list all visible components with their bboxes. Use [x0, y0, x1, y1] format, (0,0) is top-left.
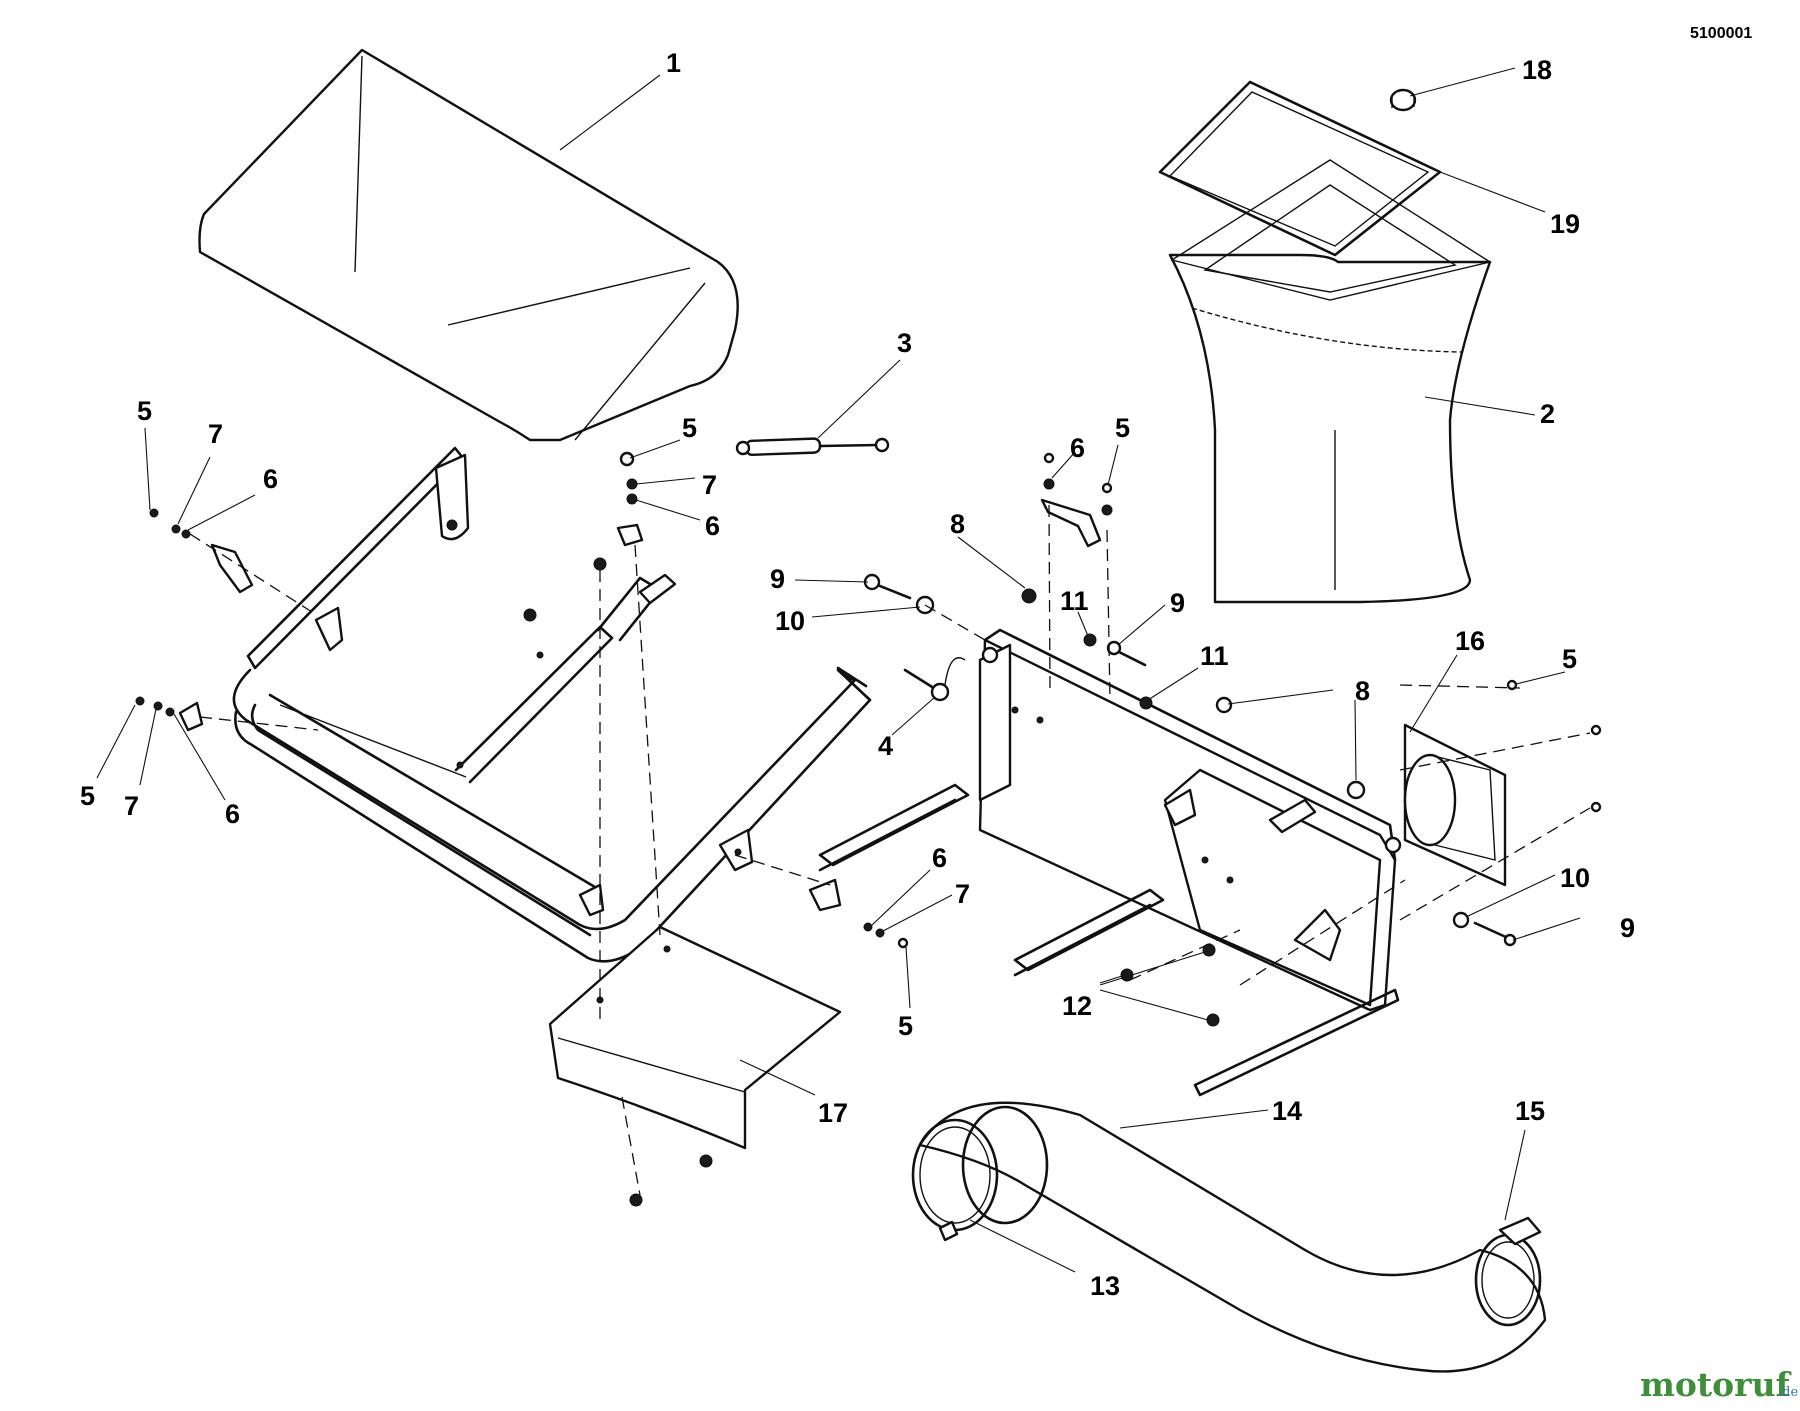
left-frame — [232, 446, 872, 963]
callout-19: 19 — [1550, 209, 1580, 239]
chute-adapter — [1403, 723, 1507, 887]
callout-10-b: 10 — [1560, 863, 1590, 893]
callout-6-c: 6 — [225, 799, 240, 829]
callout-5-d: 5 — [1115, 413, 1130, 443]
callout-8-a: 8 — [950, 509, 965, 539]
callout-3: 3 — [897, 328, 912, 358]
callout-10-a: 10 — [775, 606, 805, 636]
callout-7-b: 7 — [702, 470, 717, 500]
callout-13: 13 — [1090, 1271, 1120, 1301]
callout-9-c: 9 — [1620, 913, 1635, 943]
callout-6-a: 6 — [263, 464, 278, 494]
callout-9-a: 9 — [770, 564, 785, 594]
discharge-hose — [918, 1101, 1547, 1373]
hardware — [135, 451, 1602, 1207]
gas-spring — [735, 437, 890, 456]
hose-clamp-large — [911, 1105, 1049, 1242]
top-cover — [198, 48, 739, 442]
collector-bag — [1168, 159, 1492, 604]
callout-7-d: 7 — [955, 879, 970, 909]
callout-17: 17 — [818, 1098, 848, 1128]
frame-clip — [1389, 88, 1417, 112]
callout-4: 4 — [878, 731, 893, 761]
callout-5-b: 5 — [682, 413, 697, 443]
watermark-brand: motoruf — [1640, 1365, 1792, 1404]
callout-9-b: 9 — [1170, 588, 1185, 618]
right-frame — [818, 628, 1402, 1097]
diagram-code: 5100001 — [1690, 25, 1752, 42]
callout-11-b: 11 — [1200, 641, 1229, 671]
callout-labels: 1 2 3 4 5 5 5 5 5 5 6 6 6 6 6 7 7 7 7 8 … — [80, 48, 1635, 1301]
callout-5-c: 5 — [80, 781, 95, 811]
callout-8-b: 8 — [1355, 676, 1370, 706]
callout-15: 15 — [1515, 1096, 1545, 1126]
callout-6-b: 6 — [705, 511, 720, 541]
watermark-suffix: .de — [1778, 1385, 1798, 1400]
watermark: motoruf .de — [1640, 1365, 1798, 1404]
callout-7-a: 7 — [208, 419, 223, 449]
callout-12: 12 — [1062, 991, 1092, 1021]
callout-7-c: 7 — [124, 791, 139, 821]
callout-2: 2 — [1540, 399, 1555, 429]
hitch-pin — [903, 657, 966, 702]
callout-11-a: 11 — [1060, 586, 1089, 616]
callout-16: 16 — [1455, 626, 1485, 656]
callout-18: 18 — [1522, 55, 1552, 85]
callout-5-a: 5 — [137, 396, 152, 426]
leader-lines — [96, 67, 1581, 1273]
callout-1: 1 — [666, 48, 681, 78]
callout-6-e: 6 — [932, 843, 947, 873]
callout-6-d: 6 — [1070, 433, 1085, 463]
assembly-lines — [189, 504, 1591, 1196]
callout-5-f: 5 — [898, 1011, 913, 1041]
hose-clamp-small — [1474, 1216, 1542, 1327]
callout-14: 14 — [1272, 1096, 1302, 1126]
callout-5-e: 5 — [1562, 644, 1577, 674]
